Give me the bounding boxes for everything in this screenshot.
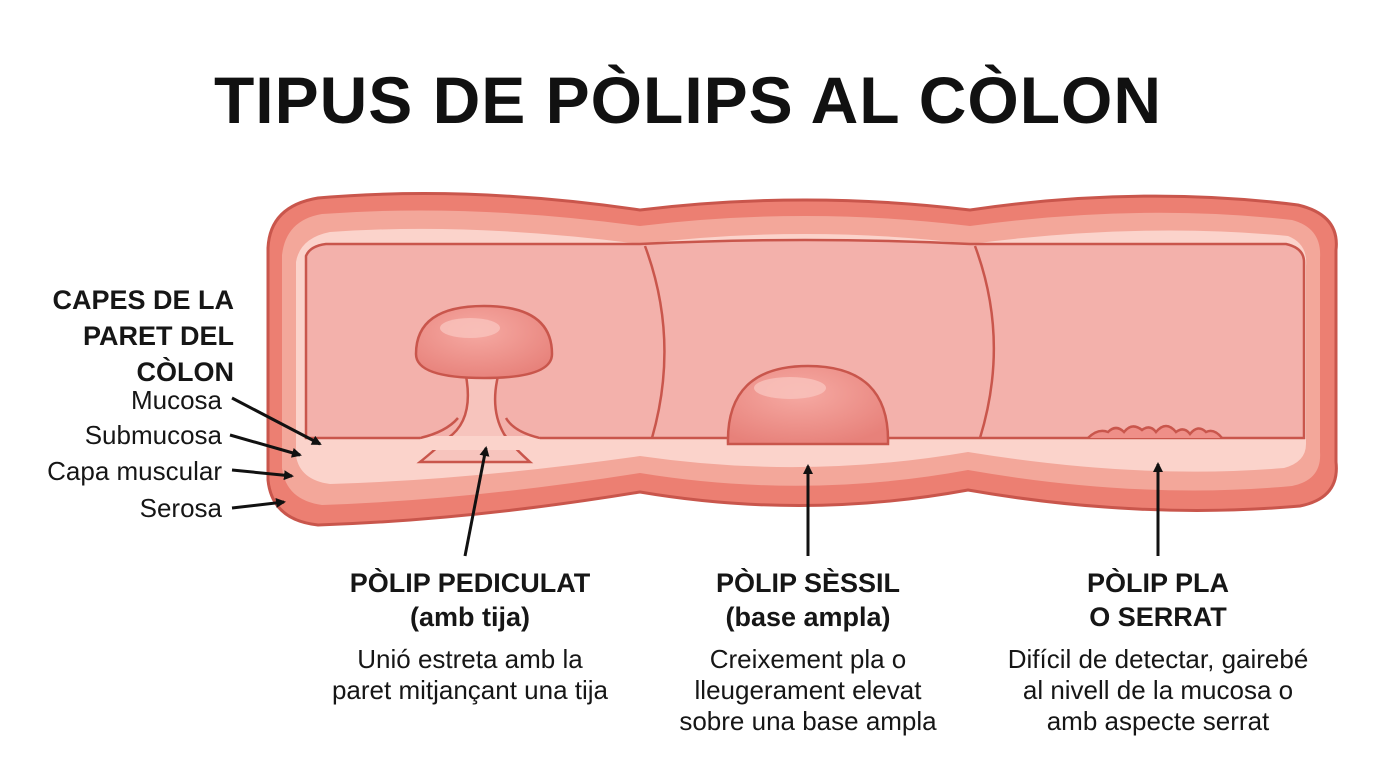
polyp-pedunculated: PÒLIP PEDICULAT (amb tija) Unió estreta … <box>300 566 640 706</box>
pedunculated-arrow <box>463 446 490 557</box>
polyp-subname: (base ampla) <box>725 602 891 632</box>
panel-divider <box>973 245 996 439</box>
serosa-arrow <box>231 497 286 510</box>
serrated-polyp <box>1087 424 1223 439</box>
polyp-name: PÒLIP SÈSSIL <box>715 568 901 598</box>
polyp-subname: (amb tija) <box>409 602 530 632</box>
panel-divider <box>643 245 666 439</box>
lumen <box>304 238 1306 440</box>
polyp-description: Difícil de detectar, gairebé al nivell d… <box>1007 644 1309 736</box>
polyp-description: Unió estreta amb la paret mitjançant una… <box>331 644 609 705</box>
muscular-arrow <box>231 468 294 481</box>
polyp-name: PÒLIP PEDICULAT <box>349 568 591 598</box>
layer-label-submucosa: Submucosa <box>84 420 222 450</box>
polyp-flat-serrated: PÒLIP PLA O SERRAT Difícil de detectar, … <box>982 566 1334 737</box>
submucosa-arrow <box>229 433 302 458</box>
polyp-name: PÒLIP PLA <box>1086 568 1230 598</box>
pedunculated-polyp-head <box>414 304 554 380</box>
polyp-subname: O SERRAT <box>1089 602 1227 632</box>
layer-label-mucosa: Mucosa <box>130 385 222 415</box>
polyp-sessile: PÒLIP SÈSSIL (base ampla) Creixement pla… <box>648 566 968 737</box>
layer-label-muscular: Capa muscular <box>47 456 222 486</box>
page-title: TIPUS DE PÒLIPS AL CÒLON <box>213 63 1163 137</box>
layers-heading: CAPES DE LA PARET DEL CÒLON <box>52 285 234 387</box>
mucosa-arrow <box>231 396 322 446</box>
layer-label-serosa: Serosa <box>139 493 222 523</box>
polyp-description: Creixement pla o lleugerament elevat sob… <box>679 644 937 736</box>
